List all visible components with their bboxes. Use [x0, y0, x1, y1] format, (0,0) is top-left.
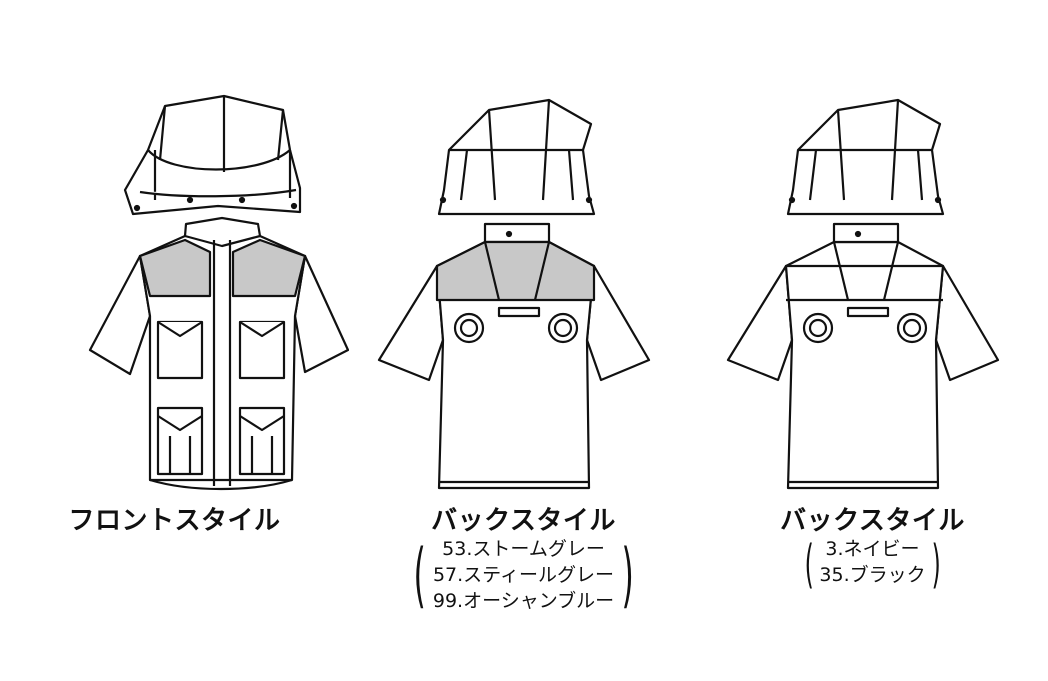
hood-back: [437, 98, 596, 216]
close-paren-2: ): [931, 535, 941, 595]
jacket-back-body: [377, 222, 651, 490]
color-item: 57.スティールグレー: [432, 564, 615, 586]
back-style-figure-2: バックスタイル ( 3.ネイビー 35.ブラック ): [698, 0, 1047, 681]
back-style-caption-2: バックスタイル: [780, 506, 965, 536]
hood-back: [786, 98, 945, 216]
color-list-2: ( 3.ネイビー 35.ブラック ): [698, 536, 1047, 594]
close-paren-1: ): [621, 534, 634, 616]
hood-front: [123, 94, 302, 216]
front-jacket-illustration: [88, 94, 349, 491]
back-style-figure-1: バックスタイル ( 53.ストームグレー 57.スティールグレー 99.オーシャ…: [349, 0, 698, 681]
open-paren-2: (: [804, 535, 814, 595]
back-style-caption-1: バックスタイル: [431, 506, 616, 536]
color-item: 99.オーシャンブルー: [432, 590, 615, 612]
color-item: 35.ブラック: [819, 564, 926, 586]
color-item: 53.ストームグレー: [442, 538, 605, 560]
jacket-back-body: [726, 222, 1000, 490]
open-paren-1: (: [413, 534, 426, 616]
back-jacket-illustration-2: [726, 98, 1000, 490]
color-list-1: ( 53.ストームグレー 57.スティールグレー 99.オーシャンブルー ): [349, 536, 698, 614]
color-item: 3.ネイビー: [825, 538, 920, 560]
back-jacket-illustration-1: [377, 98, 651, 490]
front-style-figure: フロントスタイル: [0, 0, 349, 681]
jacket-front-body: [88, 216, 349, 491]
front-style-caption: フロントスタイル: [68, 506, 281, 536]
